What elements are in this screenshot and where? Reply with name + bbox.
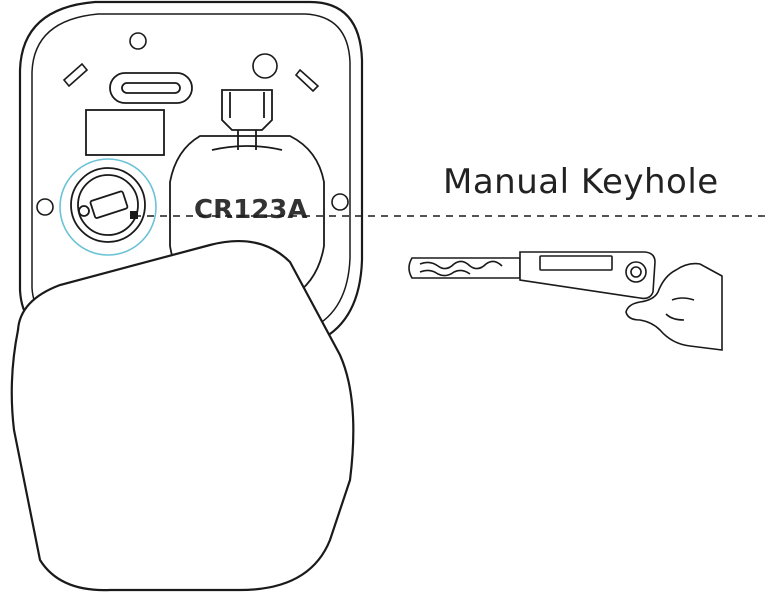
- key-icon: [408, 251, 656, 300]
- keyhole-icon: [70, 167, 146, 243]
- keyhole-highlight: [59, 158, 157, 256]
- usb-c-port-icon: [109, 72, 193, 104]
- hand-icon: [625, 262, 723, 351]
- rect-sensor: [85, 109, 165, 156]
- screw-holes: [36, 32, 349, 216]
- lock-cover: [10, 239, 355, 592]
- battery-label: CR123A: [194, 195, 308, 225]
- vent-slots: [62, 62, 320, 93]
- keyhole-marker: [130, 211, 138, 219]
- manual-keyhole-label: Manual Keyhole: [443, 162, 719, 202]
